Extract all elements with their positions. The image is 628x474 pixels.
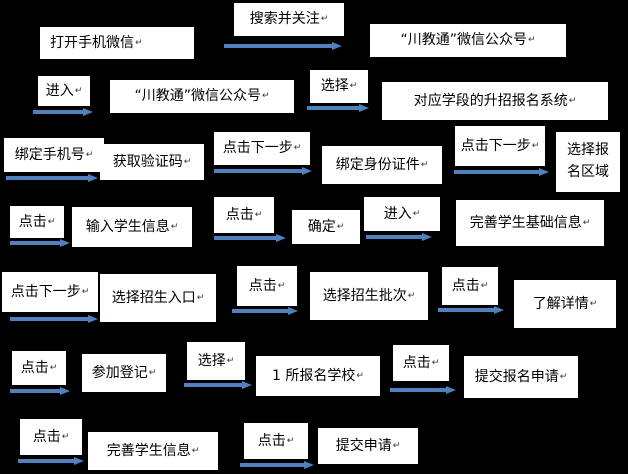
label-next-a: 点击下一步↵ [214,132,310,165]
arrow-click-d [438,306,504,314]
label-next-c: 点击下一步↵ [2,272,98,312]
label-click-g: 点击↵ [20,419,82,455]
arrow-select-b [184,381,252,389]
step-bind-id: 绑定身份证件↵ [322,146,442,184]
step-open-wechat: 打开手机微信↵ [40,27,194,59]
label-enter-a: 进入↵ [38,76,90,106]
step-complete-basic: 完善学生基础信息↵ [456,200,604,246]
arrow-next-c [10,315,98,323]
step-account-a: “川教通”微信公众号↵ [370,24,566,57]
step-system: 对应学段的升招报名系统↵ [382,82,608,120]
arrow-click-h [240,461,314,469]
label-click-c: 点击↵ [237,266,297,306]
arrow-enter-a [33,108,93,116]
arrow-click-b [214,234,286,242]
arrow-next-b [454,168,549,176]
step-details: 了解详情↵ [514,280,616,328]
step-confirm: 确定↵ [292,210,360,244]
step-complete-info: 完善学生信息↵ [88,432,218,470]
label-click-b: 点击↵ [214,197,274,233]
label-next-b: 点击下一步↵ [455,126,545,166]
arrow-enter-b [366,233,432,241]
label-click-a: 点击↵ [10,206,64,238]
label-click-e: 点击↵ [12,351,66,385]
step-input-info: 输入学生信息↵ [72,207,192,247]
arrow-search-follow [224,42,342,50]
arrow-select-a [307,104,369,112]
arrow-click-c [232,307,298,315]
step-submit: 提交申请↵ [318,428,418,464]
step-select-batch: 选择招生批次↵ [310,272,428,320]
label-click-d: 点击↵ [442,267,498,305]
arrow-click-e [10,387,70,395]
label-click-h: 点击↵ [244,423,308,459]
arrow-click-g [18,457,84,465]
arrow-bind-phone [6,174,98,182]
label-select-a: 选择↵ [310,70,368,103]
label-click-f: 点击↵ [393,345,449,381]
step-select-entry: 选择招生入口↵ [100,274,216,322]
step-account-b: “川教通”微信公众号↵ [110,80,294,113]
arrow-click-f [390,386,456,394]
label-enter-b: 进入↵ [364,197,440,231]
step-register: 参加登记↵ [82,354,166,392]
arrow-click-a [10,239,70,247]
label-search-follow: 搜索并关注↵ [234,3,344,36]
arrow-next-a [214,167,312,175]
step-submit-application: 提交报名申请↵ [464,356,578,398]
step-select-region: 选择报名区域 [556,132,620,192]
step-bind-phone: 绑定手机号↵ [4,138,104,172]
step-school: 1 所报名学校↵ [256,356,380,396]
label-select-b: 选择↵ [187,342,245,380]
step-get-code: 获取验证码↵ [100,144,204,180]
